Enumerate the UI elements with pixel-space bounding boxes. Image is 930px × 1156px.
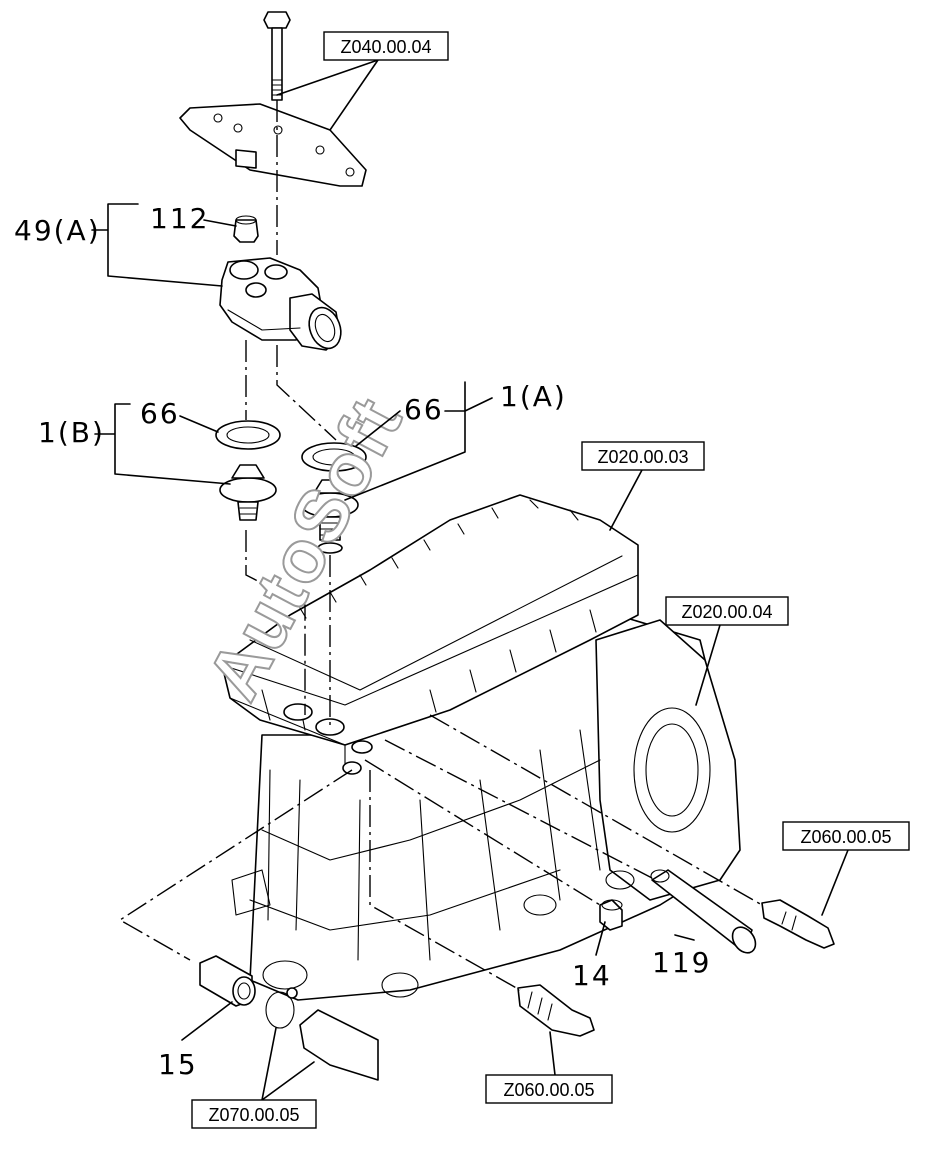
label-119: 119: [652, 946, 711, 979]
thermostat-a: [301, 479, 359, 554]
bolt: [263, 11, 291, 101]
label-49a: 49(A): [14, 214, 101, 247]
label-66-left: 66: [140, 397, 180, 430]
gasket-66-left: [215, 420, 281, 450]
leader-lines: [91, 59, 849, 1101]
ref-head: Z020.00.03: [581, 441, 705, 471]
ref-top-text: Z040.00.04: [340, 37, 431, 57]
pipe-119: [650, 869, 757, 954]
label-14: 14: [572, 959, 612, 992]
sensor-right: [761, 899, 835, 949]
gasket-66-right: [301, 442, 367, 472]
ref-top: Z040.00.04: [323, 31, 449, 61]
label-15: 15: [158, 1048, 198, 1081]
label-1b: 1(B): [38, 416, 105, 449]
label-112: 112: [150, 202, 209, 235]
ref-hose-clamp: Z070.00.05: [191, 1099, 317, 1129]
ref-block: Z020.00.04: [665, 596, 789, 626]
thermostat-housing: [219, 257, 342, 351]
plug-15: [199, 955, 256, 1007]
engine-block: [221, 494, 741, 1001]
hose: [265, 987, 379, 1081]
ref-hose-clamp-text: Z070.00.05: [208, 1105, 299, 1125]
sensor-bottom: [517, 984, 595, 1037]
thermostat-b: [219, 464, 277, 521]
gasket-plate: [179, 103, 367, 187]
ref-block-text: Z020.00.04: [681, 602, 772, 622]
ref-sensor-bottom-text: Z060.00.05: [503, 1080, 594, 1100]
ref-sensor-right: Z060.00.05: [782, 821, 910, 851]
ref-sensor-bottom: Z060.00.05: [485, 1074, 613, 1104]
plug-112: [233, 215, 259, 243]
label-1a: 1(A): [500, 380, 567, 413]
label-66-right: 66: [404, 393, 444, 426]
ref-sensor-right-text: Z060.00.05: [800, 827, 891, 847]
ref-head-text: Z020.00.03: [597, 447, 688, 467]
assembly-lines: [118, 100, 763, 991]
